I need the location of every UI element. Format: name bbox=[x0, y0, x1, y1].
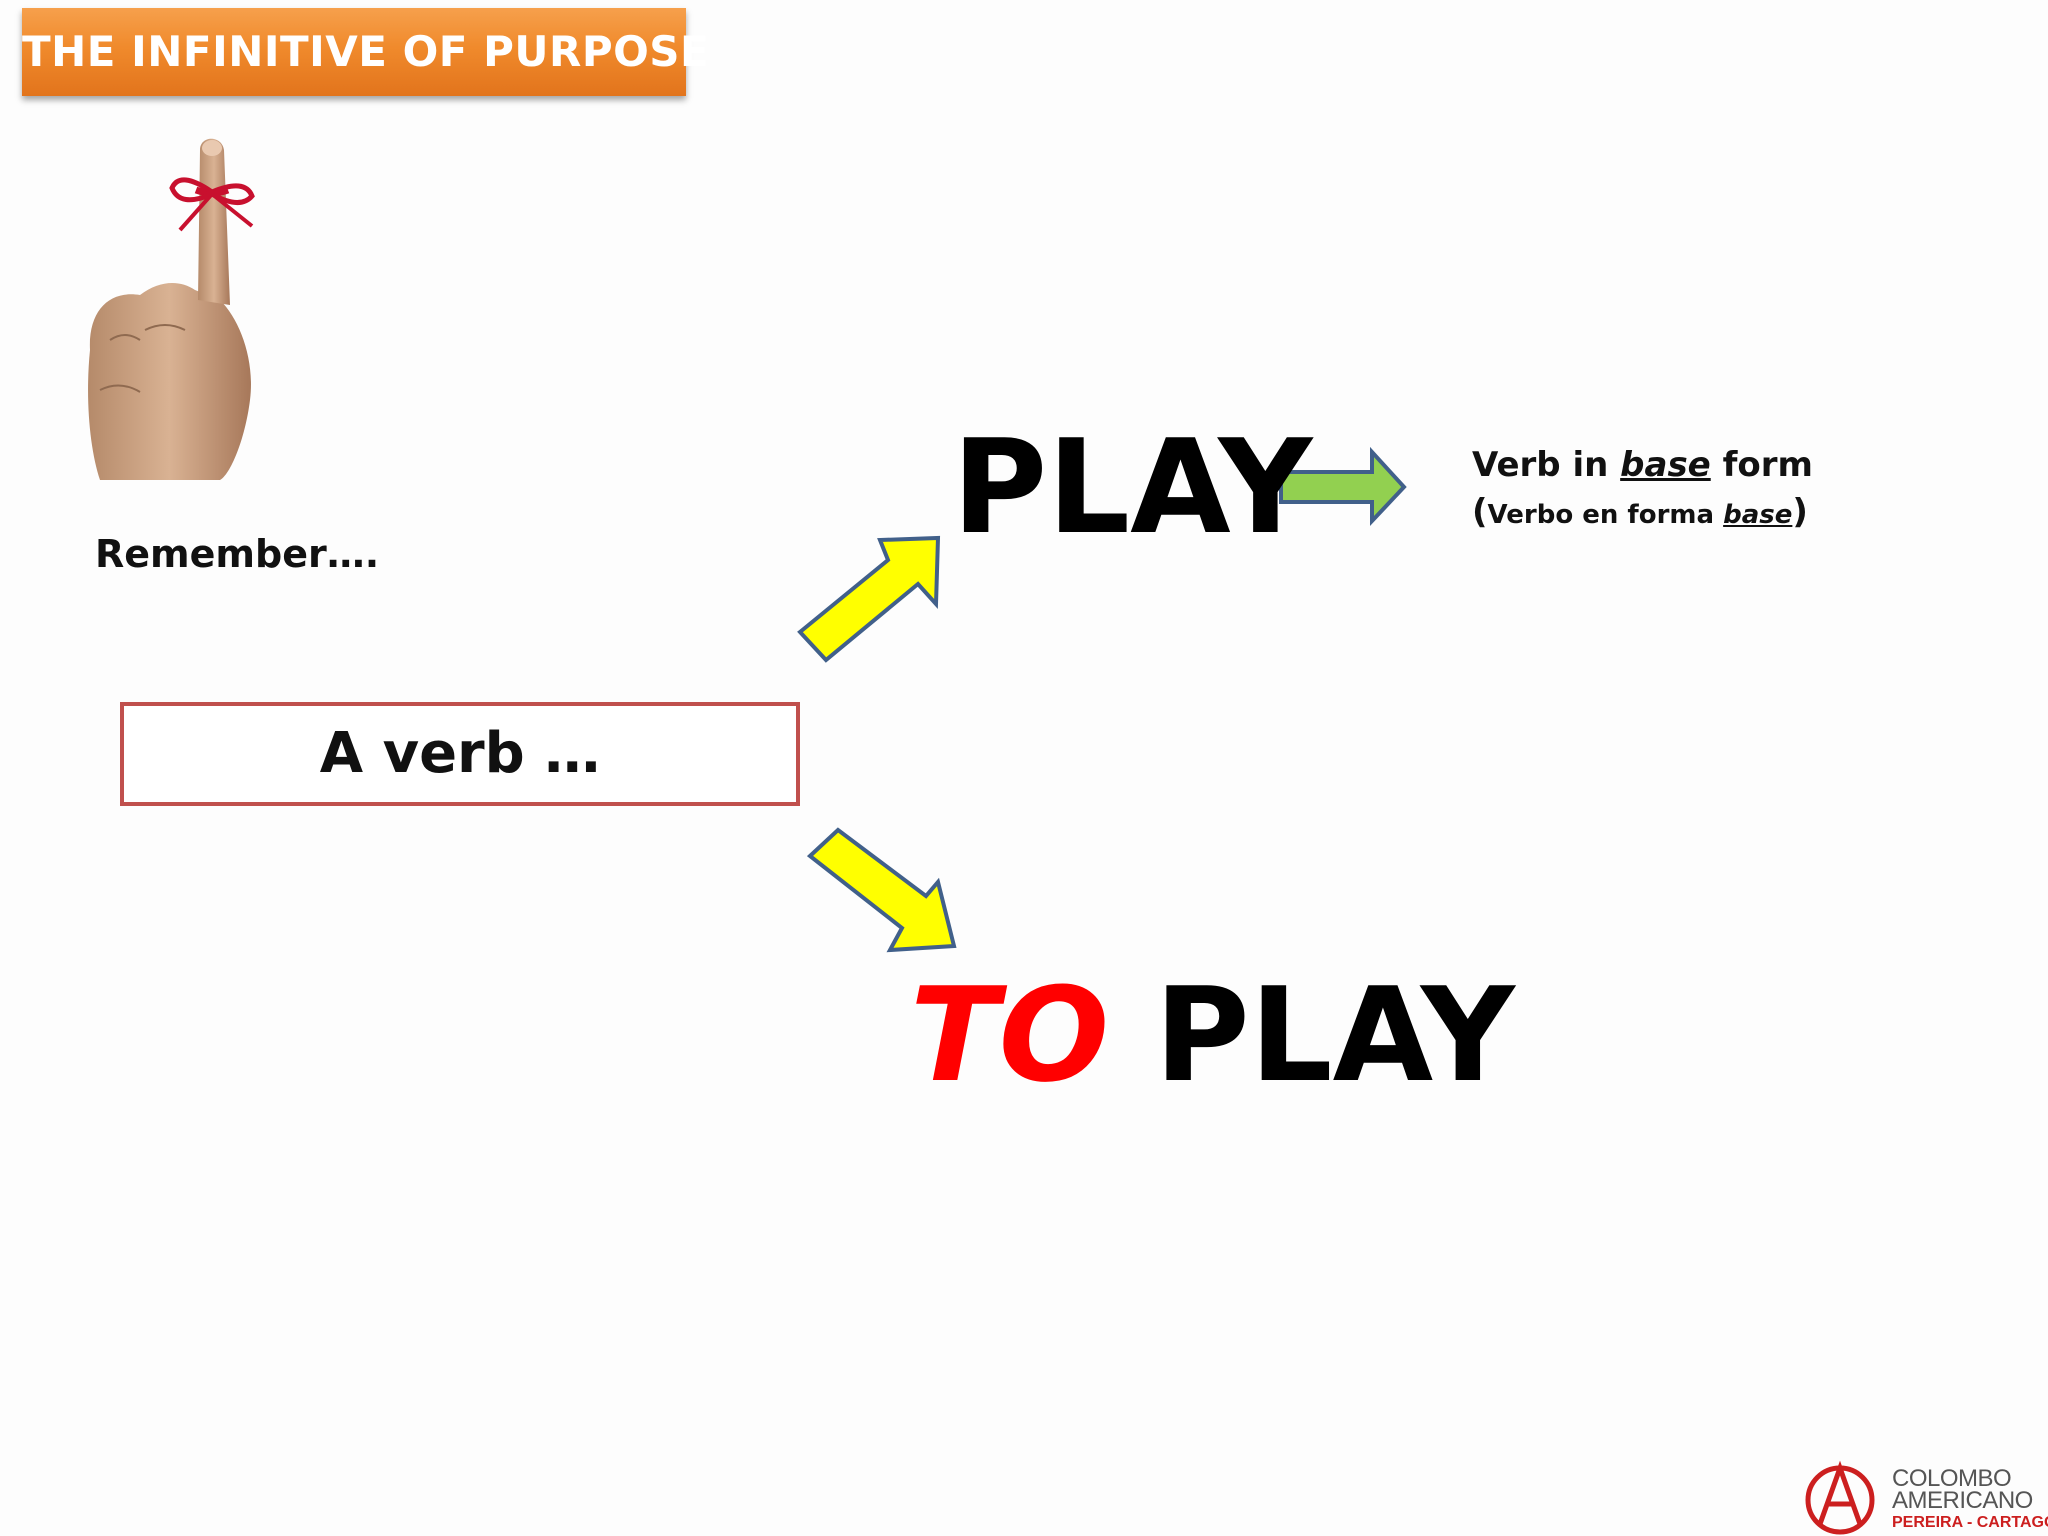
verb-desc-line2-pre: Verbo en forma bbox=[1487, 500, 1724, 530]
yellow-arrow-down-icon bbox=[806, 827, 957, 953]
colombo-americano-logo: COLOMBO AMERICANO PEREIRA - CARTAGO bbox=[1800, 1458, 2048, 1536]
verb-desc-line1-emphasis: base bbox=[1620, 445, 1711, 485]
colombo-americano-logo-icon bbox=[1805, 1460, 1875, 1535]
logo-text: COLOMBO AMERICANO PEREIRA - CARTAGO bbox=[1892, 1465, 2048, 1534]
logo-line-2: AMERICANO bbox=[1892, 1487, 2033, 1514]
green-arrow-right-icon bbox=[1279, 446, 1407, 527]
verb-box: A verb … bbox=[120, 702, 800, 806]
verb-desc-open-paren: ( bbox=[1472, 492, 1488, 532]
verb-description-english: Verb in base form bbox=[1472, 440, 1813, 490]
yellow-arrow-up-icon bbox=[797, 535, 941, 663]
play-word-bottom: PLAY bbox=[1154, 959, 1515, 1111]
verb-desc-line2-emphasis: base bbox=[1723, 500, 1793, 530]
logo-line-3: PEREIRA - CARTAGO bbox=[1892, 1514, 2048, 1531]
verb-description: Verb in base form (Verbo en forma base) bbox=[1472, 440, 1813, 537]
verb-description-spanish: (Verbo en forma base) bbox=[1472, 490, 1813, 537]
verb-desc-line1-post: form bbox=[1710, 445, 1813, 485]
title-banner: THE INFINITIVE OF PURPOSE bbox=[22, 8, 709, 96]
verb-desc-close-paren: ) bbox=[1792, 492, 1808, 532]
remember-text: Remember…. bbox=[95, 532, 380, 576]
to-play-phrase: TO PLAY bbox=[910, 960, 1515, 1110]
verb-desc-line1-pre: Verb in bbox=[1472, 445, 1621, 485]
play-word: PLAY bbox=[952, 411, 1313, 563]
logo-line-1: COLOMBO bbox=[1892, 1465, 2012, 1492]
to-word: TO bbox=[910, 959, 1110, 1111]
hand-ribbon-finger-image bbox=[88, 138, 255, 480]
